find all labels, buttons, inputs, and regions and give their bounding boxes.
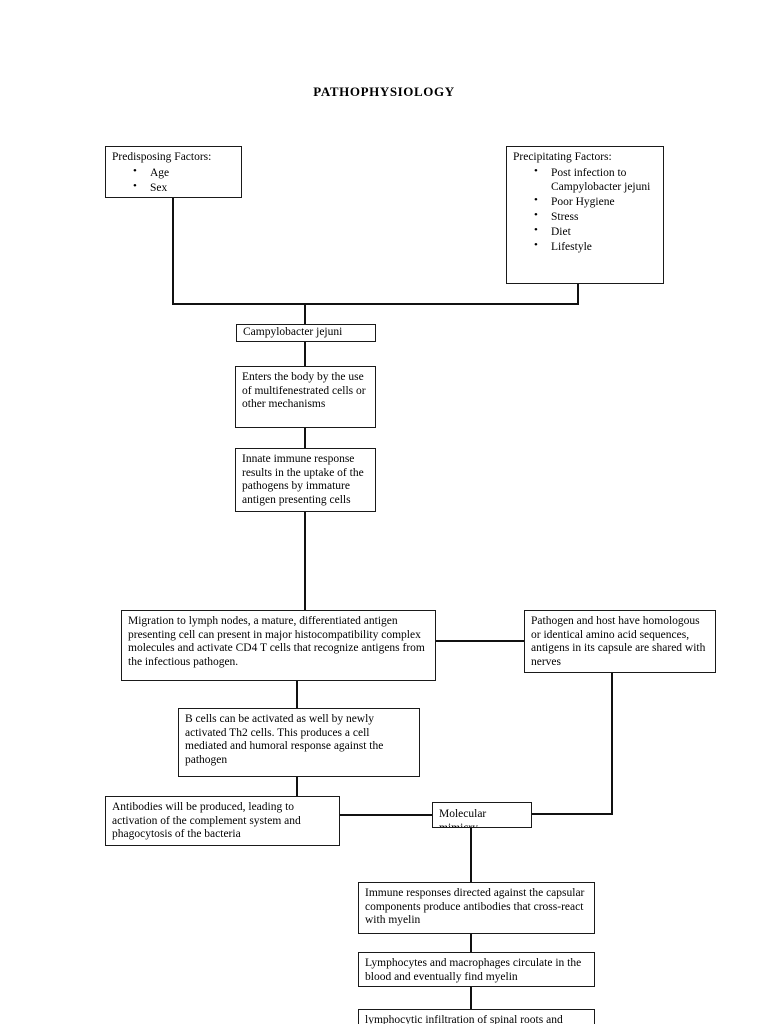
connector-antibodies-to-mimicry [340, 814, 432, 816]
node-text: lymphocytic infiltration of spinal roots… [365, 1014, 563, 1024]
node-precipitating-factors[interactable]: Precipitating Factors: Post infection to… [506, 146, 664, 284]
page-title: PATHOPHYSIOLOGY [313, 84, 455, 99]
node-text: Immune responses directed against the ca… [365, 887, 585, 927]
predisposing-header: Predisposing Factors: [112, 151, 212, 163]
node-text: Antibodies will be produced, leading to … [112, 801, 301, 841]
list-item: Lifestyle [534, 239, 657, 254]
node-campylobacter-jejuni[interactable]: Campylobacter jejuni [236, 324, 376, 342]
node-lymphocytic-infiltration[interactable]: lymphocytic infiltration of spinal roots… [358, 1009, 595, 1024]
node-entry-mechanism[interactable]: Enters the body by the use of multifenes… [235, 366, 376, 428]
list-item: Stress [534, 209, 657, 224]
connector-crossreact-to-circulate [470, 934, 472, 952]
node-predisposing-factors[interactable]: Predisposing Factors: Age Sex [105, 146, 242, 198]
node-molecular-mimicry[interactable]: Molecular mimicry [432, 802, 532, 828]
connector-homology-down [611, 673, 613, 815]
connector-campylobacter-to-entry [304, 342, 306, 366]
node-pathogen-host-homology[interactable]: Pathogen and host have homologous or ide… [524, 610, 716, 673]
node-migration-lymph-nodes[interactable]: Migration to lymph nodes, a mature, diff… [121, 610, 436, 681]
connector-migration-to-homology [436, 640, 524, 642]
node-text: Molecular mimicry [439, 808, 487, 828]
node-text: Migration to lymph nodes, a mature, diff… [128, 615, 425, 668]
node-text: Pathogen and host have homologous or ide… [531, 615, 706, 668]
connector-circulate-to-infiltration [470, 987, 472, 1009]
connector-predisposing-down [172, 197, 174, 305]
connector-factors-junction-bar [172, 303, 579, 305]
connector-entry-to-innate [304, 428, 306, 448]
precipitating-list: Post infection to Campylobacter jejuni P… [513, 165, 657, 254]
predisposing-list: Age Sex [112, 165, 235, 195]
list-item: Diet [534, 224, 657, 239]
node-lymphocyte-circulation[interactable]: Lymphocytes and macrophages circulate in… [358, 952, 595, 987]
node-b-cell-activation[interactable]: B cells can be activated as well by newl… [178, 708, 420, 777]
node-cross-reactive-antibodies[interactable]: Immune responses directed against the ca… [358, 882, 595, 934]
connector-migration-to-bcells [296, 681, 298, 708]
node-text: Enters the body by the use of multifenes… [242, 371, 366, 411]
node-text: Lymphocytes and macrophages circulate in… [365, 957, 582, 983]
node-text: Innate immune response results in the up… [242, 453, 364, 506]
list-item: Post infection to Campylobacter jejuni [534, 165, 657, 194]
connector-junction-to-campylobacter [304, 303, 306, 324]
connector-bcells-to-antibodies [296, 777, 298, 796]
connector-precipitating-down [577, 283, 579, 305]
node-text: B cells can be activated as well by newl… [185, 713, 384, 766]
list-item: Sex [133, 180, 235, 195]
list-item: Age [133, 165, 235, 180]
connector-rail-to-mimicry [532, 813, 613, 815]
node-antibody-production[interactable]: Antibodies will be produced, leading to … [105, 796, 340, 846]
connector-innate-to-migration [304, 512, 306, 610]
list-item: Poor Hygiene [534, 194, 657, 209]
precipitating-header: Precipitating Factors: [513, 151, 612, 163]
node-text: Campylobacter jejuni [243, 326, 343, 338]
node-innate-immune-response[interactable]: Innate immune response results in the up… [235, 448, 376, 512]
connector-mimicry-to-crossreact [470, 828, 472, 882]
